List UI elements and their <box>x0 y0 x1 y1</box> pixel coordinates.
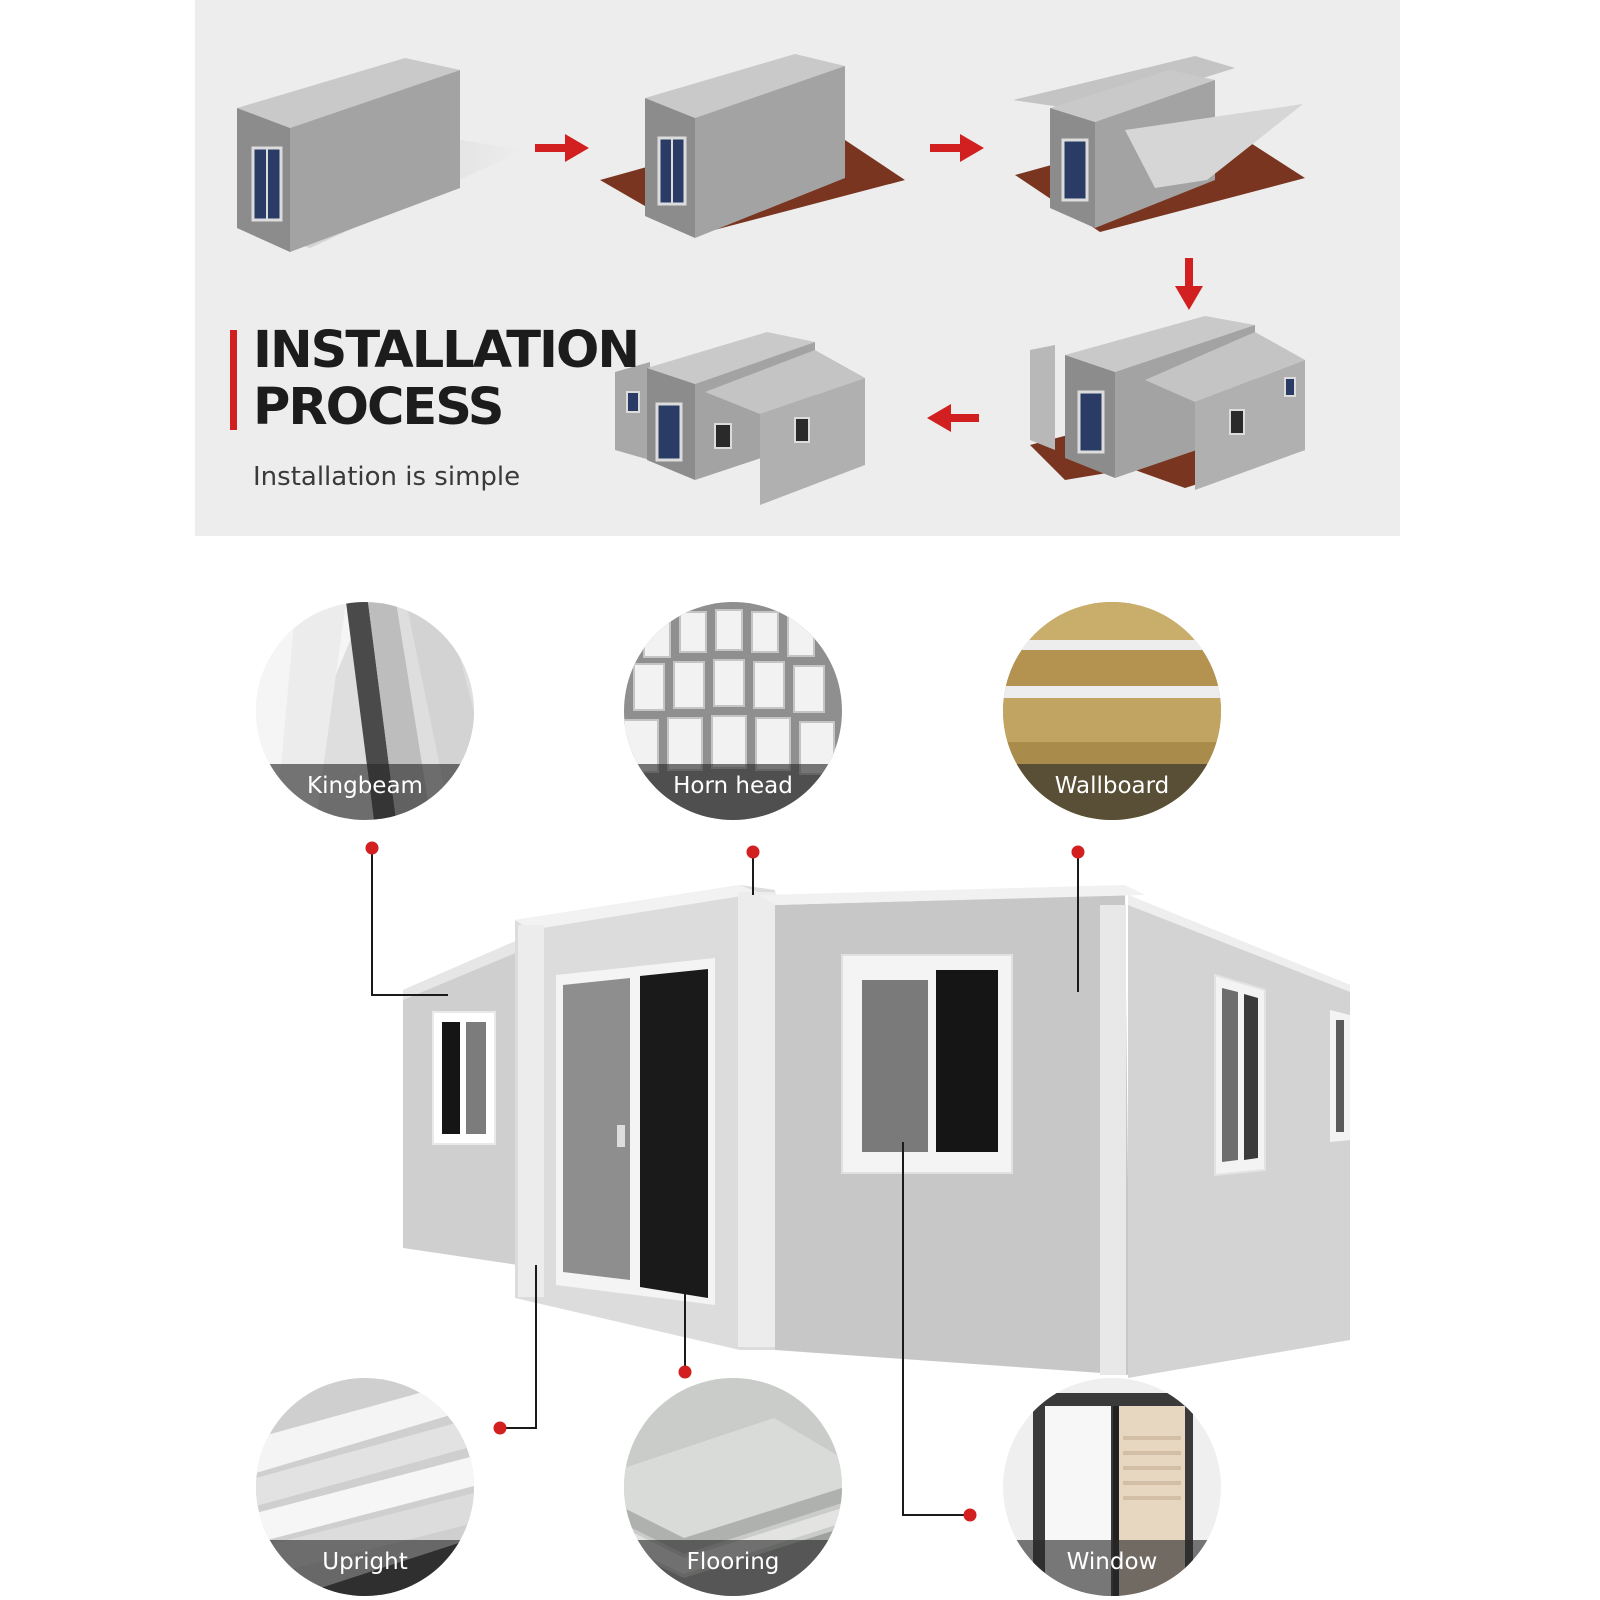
heading-accent-bar <box>230 330 237 430</box>
title-line-2: PROCESS <box>253 378 504 437</box>
upright-post-right <box>738 892 776 1347</box>
step-5-completed-house <box>615 332 865 505</box>
wallboard-label: Wallboard <box>1003 764 1221 820</box>
upright-label: Upright <box>256 1540 474 1596</box>
step-2-floor-unfolded <box>600 54 905 238</box>
installation-title: INSTALLATION PROCESS <box>253 321 640 437</box>
arrow-right-icon <box>535 134 589 162</box>
upright-post-left <box>518 925 544 1297</box>
step-3-roof-unfolding <box>1013 56 1305 232</box>
arrow-down-icon <box>1175 258 1203 310</box>
component-horn-head: Horn head <box>624 602 842 820</box>
component-upright: Upright <box>256 1378 474 1596</box>
kingbeam-connector <box>371 848 448 996</box>
step-4-walls-unfolding <box>1030 316 1305 490</box>
installation-steps-illustration <box>237 54 1305 505</box>
component-kingbeam: Kingbeam <box>256 602 474 820</box>
arrow-left-icon <box>927 404 979 432</box>
window-label: Window <box>1003 1540 1221 1596</box>
component-window: Window <box>1003 1378 1221 1596</box>
component-wallboard: Wallboard <box>1003 602 1221 820</box>
kingbeam-label: Kingbeam <box>256 764 474 820</box>
window-connector <box>902 1142 970 1516</box>
installation-subtitle: Installation is simple <box>253 462 521 492</box>
flooring-label: Flooring <box>624 1540 842 1596</box>
installation-process-banner: INSTALLATION PROCESS Installation is sim… <box>195 0 1400 536</box>
upright-connector <box>500 1265 537 1429</box>
callout-dots <box>365 841 1085 1522</box>
arrow-right-icon <box>930 134 984 162</box>
expandable-house-illustration <box>365 841 1350 1522</box>
title-line-1: INSTALLATION <box>253 321 640 380</box>
component-flooring: Flooring <box>624 1378 842 1596</box>
callout-lines <box>371 848 1079 1516</box>
horn-head-label: Horn head <box>624 764 842 820</box>
step-1-closed-container <box>237 58 525 252</box>
